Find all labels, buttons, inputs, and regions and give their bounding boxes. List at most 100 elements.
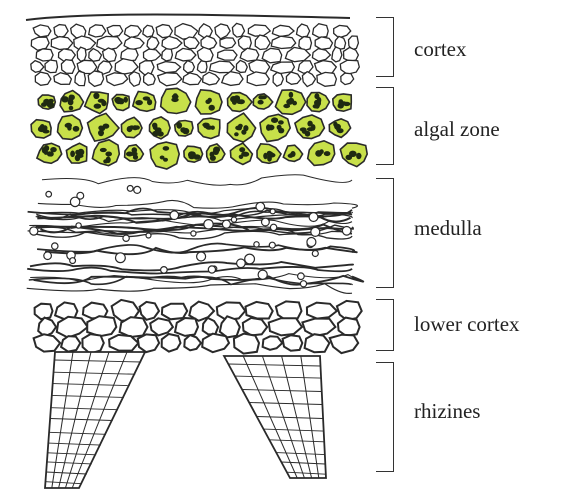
medulla-cell [262,218,270,226]
algal-cell [152,131,159,136]
lower-cortex-cell [338,318,360,336]
lower-cortex-cell [234,334,259,354]
cortex-cell [156,25,172,38]
algal-cell [258,100,264,105]
lower-cortex-cell [307,303,337,319]
cortex-cell [210,61,235,73]
cortex-cell [54,25,68,38]
medulla-cell [191,231,196,236]
cortex-cell [140,61,155,75]
algal-cell [129,125,135,129]
algal-cell [100,148,107,152]
medulla-cell [258,270,267,279]
cortex-cell [271,36,295,48]
algal-cell [209,105,215,111]
cortex-cell [255,35,270,50]
algal-cell [232,100,237,104]
medulla-cell [30,227,38,235]
algal-cell [126,152,133,157]
medulla-cell [52,243,58,249]
lower-cortex-cell [138,334,159,352]
algal-cell [334,124,341,130]
cortex-cell [340,60,359,74]
cortex-cell [344,47,359,61]
cortex-cell [341,73,354,85]
algal-cell [243,125,248,131]
medulla-cell [256,202,265,211]
cortex-bracket [376,17,394,77]
cortex-cell [125,25,142,37]
lower-cortex-cell [175,318,198,336]
medulla-cell [298,273,305,280]
algal-cell-cluster [150,142,179,169]
medulla-label: medulla [414,216,482,240]
algal-cell [278,120,284,124]
medulla-layer-illustration [27,175,364,294]
algal-cell [67,125,71,130]
algal-cell [143,96,150,100]
cortex-label: cortex [414,37,466,61]
cortex-top-edge [26,15,350,21]
algal-cell [239,147,245,152]
algal-cell [292,101,297,106]
algal-zone-bracket [376,87,394,165]
cortex-cell [103,48,117,62]
lower-cortex-cell [337,301,362,320]
lower-cortex-cell [140,302,159,320]
cortex-cell [157,62,180,73]
algal-cell [94,104,102,109]
cortex-cell [218,50,238,60]
rhizines-bracket [376,362,394,472]
cortex-cell [124,37,144,50]
algal-cell [356,153,361,159]
lower-cortex-cell [269,318,302,335]
lower-cortex-cell [246,302,273,319]
algal-cell [105,152,112,157]
algal-cell [190,152,196,157]
cortex-cell [162,49,173,61]
cortex-cell [286,72,301,84]
cortex-cell [273,73,283,87]
lower-cortex-cell [120,317,148,337]
lower-cortex-bracket [376,299,394,351]
lower-cortex-cell [263,336,283,350]
algal-cell [286,99,293,105]
algal-cell [38,126,45,132]
cortex-cell [36,49,53,61]
lower-cortex-cell [150,318,173,335]
medulla-cell [307,238,316,247]
lower-cortex-cell [302,319,335,337]
lower-cortex-cell [162,334,181,352]
cortex-cell [203,72,220,85]
medulla-cell [312,251,318,257]
medulla-cell [146,233,151,238]
algal-cell [133,155,138,160]
cortex-cell [222,72,243,86]
cortex-cell [54,73,72,85]
cortex-cell [184,37,199,49]
cortex-cell [31,61,44,73]
algal-cell [289,153,294,157]
medulla-cell [342,227,351,236]
medulla-cell [123,235,129,241]
cortex-cell [144,49,161,61]
rhizines-label: rhizines [414,399,480,423]
medulla-cell [116,253,126,263]
algal-cell [239,155,244,159]
lower-cortex-cell [220,316,240,337]
cortex-cell [77,47,86,61]
algal-cell [267,155,272,162]
cortex-cell [197,47,213,62]
lower-cortex-cell [202,334,229,353]
medulla-cell [311,227,320,236]
medulla-cell [269,242,275,248]
algal-zone-illustration [31,88,367,169]
algal-cell [208,98,212,103]
cortex-cell [183,73,202,85]
lower-cortex-cell [203,318,218,335]
algal-cell [70,151,75,158]
cortex-cell [272,25,294,36]
medulla-cell [46,191,52,197]
cortex-cell [236,60,247,72]
cortex-cell [45,60,58,73]
